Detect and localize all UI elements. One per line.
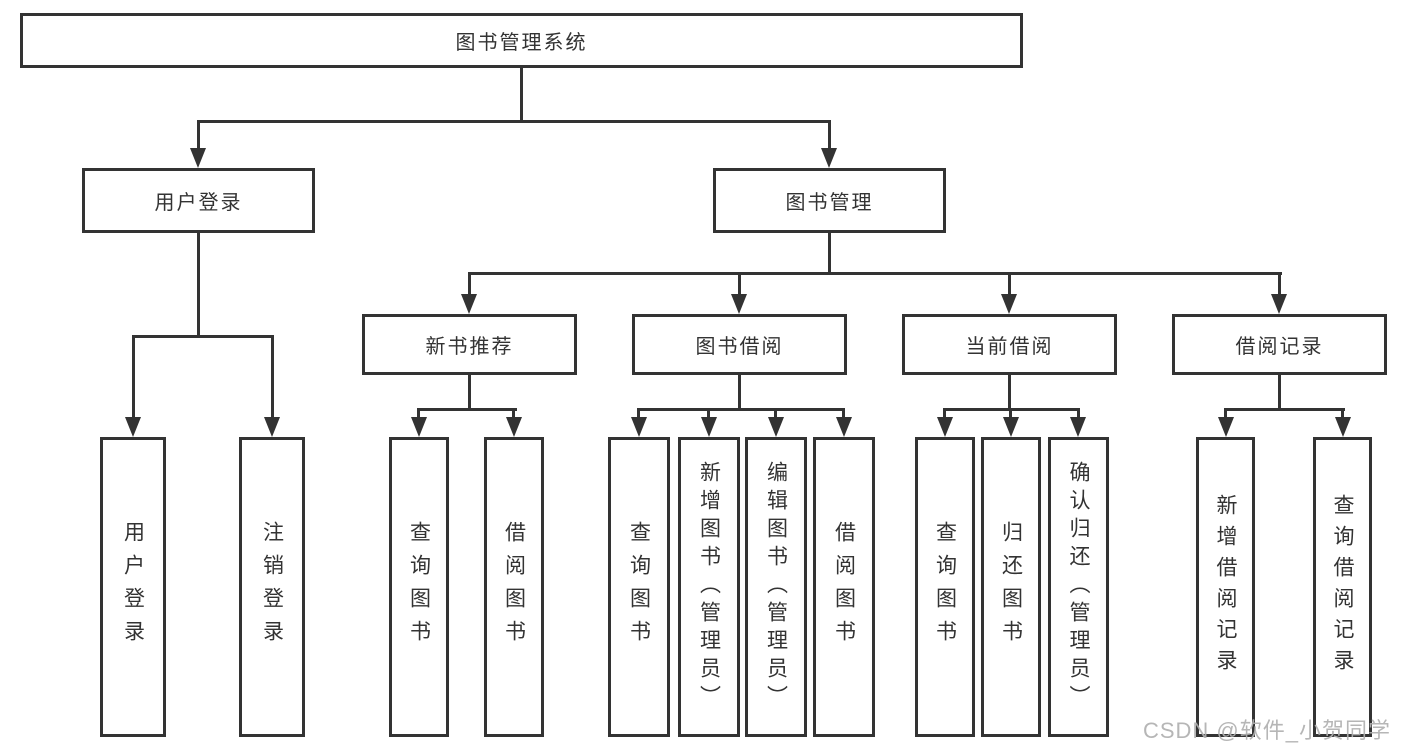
arrowhead-down-icon xyxy=(1070,417,1086,437)
node-label: 当前借阅 xyxy=(965,336,1054,358)
node-current-borrow: 当前借阅 xyxy=(902,314,1117,375)
connector-line xyxy=(1008,272,1011,296)
node-label: 用户登录 xyxy=(154,192,243,214)
leaf-label: 查询借阅记录 xyxy=(1331,494,1354,680)
leaf-borrow-books: 借阅图书 xyxy=(813,437,875,737)
leaf-label: 用户登录 xyxy=(121,521,145,653)
node-label: 借阅记录 xyxy=(1235,336,1324,358)
arrowhead-down-icon xyxy=(731,294,747,314)
connector-line xyxy=(637,408,845,411)
connector-line xyxy=(828,120,831,150)
connector-line xyxy=(943,408,946,420)
connector-line xyxy=(637,408,640,420)
connector-line xyxy=(417,408,420,420)
connector-line xyxy=(1224,408,1345,411)
watermark: CSDN @软件_小贺同学 xyxy=(1142,718,1391,743)
node-label: 图书管理系统 xyxy=(455,32,588,54)
arrowhead-down-icon xyxy=(461,294,477,314)
node-book-borrow: 图书借阅 xyxy=(632,314,847,375)
leaf-label: 新增图书（管理员） xyxy=(697,461,721,713)
leaf-confirm-return-admin: 确认归还（管理员） xyxy=(1048,437,1109,737)
arrowhead-down-icon xyxy=(836,417,852,437)
connector-line xyxy=(774,408,777,420)
leaf-query-borrow-record: 查询借阅记录 xyxy=(1313,437,1372,737)
connector-line xyxy=(417,408,517,411)
arrowhead-down-icon xyxy=(506,417,522,437)
connector-line xyxy=(132,335,135,419)
leaf-label: 借阅图书 xyxy=(502,521,526,653)
leaf-logout: 注销登录 xyxy=(239,437,305,737)
connector-line xyxy=(468,272,1282,275)
connector-line xyxy=(197,120,831,123)
connector-line xyxy=(1009,408,1012,420)
connector-line xyxy=(1341,408,1344,420)
leaf-borrow-books-recommend: 借阅图书 xyxy=(484,437,544,737)
connector-line xyxy=(738,375,741,411)
arrowhead-down-icon xyxy=(264,417,280,437)
leaf-query-books-borrow: 查询图书 xyxy=(608,437,670,737)
arrowhead-down-icon xyxy=(411,417,427,437)
node-label: 图书管理 xyxy=(785,192,874,214)
leaf-return-books: 归还图书 xyxy=(981,437,1041,737)
leaf-label: 编辑图书（管理员） xyxy=(764,461,788,713)
connector-line xyxy=(1278,375,1281,411)
arrowhead-down-icon xyxy=(1003,417,1019,437)
leaf-label: 借阅图书 xyxy=(832,521,856,653)
connector-line xyxy=(828,233,831,274)
connector-line xyxy=(707,408,710,420)
leaf-label: 查询图书 xyxy=(627,521,651,653)
arrowhead-down-icon xyxy=(1001,294,1017,314)
arrowhead-down-icon xyxy=(125,417,141,437)
arrowhead-down-icon xyxy=(190,148,206,168)
node-label: 图书借阅 xyxy=(695,336,784,358)
connector-line xyxy=(197,233,200,337)
connector-line xyxy=(132,335,274,338)
node-label: 新书推荐 xyxy=(425,336,514,358)
leaf-add-borrow-record: 新增借阅记录 xyxy=(1196,437,1255,737)
leaf-label: 确认归还（管理员） xyxy=(1067,461,1090,713)
arrowhead-down-icon xyxy=(1218,417,1234,437)
leaf-edit-books-admin: 编辑图书（管理员） xyxy=(745,437,807,737)
connector-line xyxy=(1224,408,1227,420)
connector-line xyxy=(1008,375,1011,411)
arrowhead-down-icon xyxy=(768,417,784,437)
arrowhead-down-icon xyxy=(701,417,717,437)
leaf-label: 归还图书 xyxy=(999,521,1023,653)
node-borrow-records: 借阅记录 xyxy=(1172,314,1387,375)
leaf-query-books-recommend: 查询图书 xyxy=(389,437,449,737)
connector-line xyxy=(1077,408,1080,420)
leaf-label: 注销登录 xyxy=(260,521,284,653)
leaf-label: 查询图书 xyxy=(407,521,431,653)
leaf-add-books-admin: 新增图书（管理员） xyxy=(678,437,740,737)
connector-line xyxy=(197,120,200,150)
arrowhead-down-icon xyxy=(1271,294,1287,314)
connector-line xyxy=(1278,272,1281,296)
leaf-label: 新增借阅记录 xyxy=(1214,494,1237,680)
node-new-book-recommend: 新书推荐 xyxy=(362,314,577,375)
node-book-management: 图书管理 xyxy=(713,168,946,233)
leaf-label: 查询图书 xyxy=(933,521,957,653)
arrowhead-down-icon xyxy=(1335,417,1351,437)
connector-line xyxy=(842,408,845,420)
leaf-user-login: 用户登录 xyxy=(100,437,166,737)
node-system-root: 图书管理系统 xyxy=(20,13,1023,68)
connector-line xyxy=(468,375,471,411)
connector-line xyxy=(512,408,515,420)
arrowhead-down-icon xyxy=(821,148,837,168)
node-user-login: 用户登录 xyxy=(82,168,315,233)
arrowhead-down-icon xyxy=(937,417,953,437)
leaf-query-books-current: 查询图书 xyxy=(915,437,975,737)
connector-line xyxy=(520,68,523,122)
arrowhead-down-icon xyxy=(631,417,647,437)
connector-line xyxy=(738,272,741,296)
connector-line xyxy=(271,335,274,419)
connector-line xyxy=(468,272,471,296)
